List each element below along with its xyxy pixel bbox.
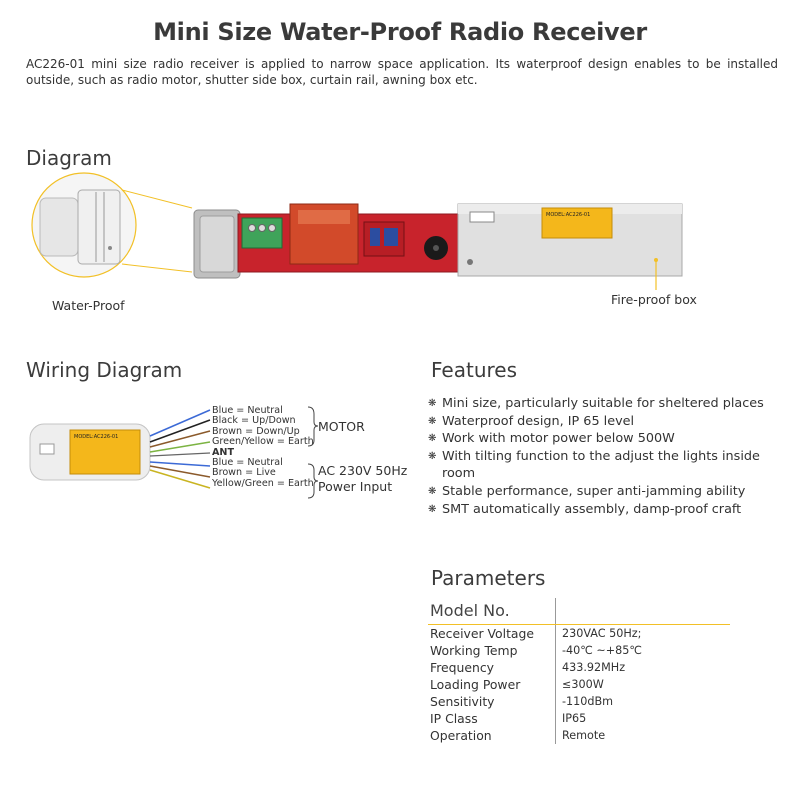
page-title: Mini Size Water-Proof Radio Receiver — [153, 18, 647, 46]
waterproof-zoom-illustration — [31, 172, 193, 278]
table-row: Frequency 433.92MHz — [428, 658, 730, 676]
bullet-icon: ❋ — [428, 415, 437, 427]
features-heading: Features — [431, 358, 517, 382]
power-group-label-line2: Power Input — [318, 479, 393, 494]
feature-item: ❋Waterproof design, IP 65 level — [428, 413, 635, 429]
power-wire-1: Blue = Neutral — [212, 457, 283, 469]
bullet-icon: ❋ — [428, 450, 437, 462]
bullet-icon: ❋ — [428, 398, 437, 409]
diagram-heading: Diagram — [26, 146, 112, 170]
feature-item: ❋With tilting function to the adjust the… — [428, 448, 760, 482]
motor-wire-4: Green/Yellow = Earth — [212, 436, 314, 448]
antenna-label: ANT — [212, 446, 234, 458]
power-group-label-line1: AC 230V 50Hz — [318, 463, 408, 478]
table-row: Loading Power ≤300W — [428, 675, 730, 693]
bullet-icon: ❋ — [428, 503, 437, 515]
power-wire-3: Yellow/Green = Earth — [212, 477, 314, 489]
waterproof-label: Water-Proof — [52, 298, 125, 313]
bullet-icon: ❋ — [428, 485, 437, 497]
feature-item: ❋SMT automatically assembly, damp-proof … — [428, 501, 742, 517]
motor-wire-3: Brown = Down/Up — [212, 425, 300, 437]
feature-item: ❋Stable performance, super anti-jamming … — [428, 483, 746, 499]
features-list: ❋Mini size, particularly suitable for sh… — [428, 395, 783, 518]
bullet-icon: ❋ — [428, 433, 437, 445]
feature-item: ❋Work with motor power below 500W — [428, 431, 675, 447]
intro-paragraph: AC226-01 mini size radio receiver is app… — [26, 57, 778, 87]
unit-model-text: MODEL:AC226-01 — [74, 434, 118, 440]
table-row: Operation Remote — [428, 726, 730, 744]
table-row: Sensitivity -110dBm — [428, 692, 730, 710]
wiring-unit-illustration: MODEL:AC226-01 — [29, 409, 211, 489]
model-no-header: Model No. — [428, 598, 556, 625]
motor-wire-2: Black = Up/Down — [212, 415, 296, 427]
fireproof-label: Fire-proof box — [611, 292, 697, 307]
wiring-heading: Wiring Diagram — [26, 358, 183, 382]
power-wire-2: Brown = Live — [212, 467, 276, 479]
feature-item: ❋Mini size, particularly suitable for sh… — [428, 396, 764, 411]
table-row: Receiver Voltage 230VAC 50Hz; — [428, 624, 730, 642]
device-diagram-illustration: MODEL:AC226-01 — [31, 172, 683, 290]
table-row: Working Temp -40℃ ~+85℃ — [428, 641, 730, 659]
motor-wire-1: Blue = Neutral — [212, 405, 283, 416]
parameters-table: Model No. Receiver Voltage 230VAC 50Hz; … — [428, 598, 730, 744]
box-model-text: MODEL:AC226-01 — [546, 212, 590, 218]
motor-group-label: MOTOR — [318, 419, 365, 434]
parameters-heading: Parameters — [431, 566, 546, 590]
table-row: IP Class IP65 — [428, 709, 730, 727]
wiring-brackets — [307, 406, 319, 499]
